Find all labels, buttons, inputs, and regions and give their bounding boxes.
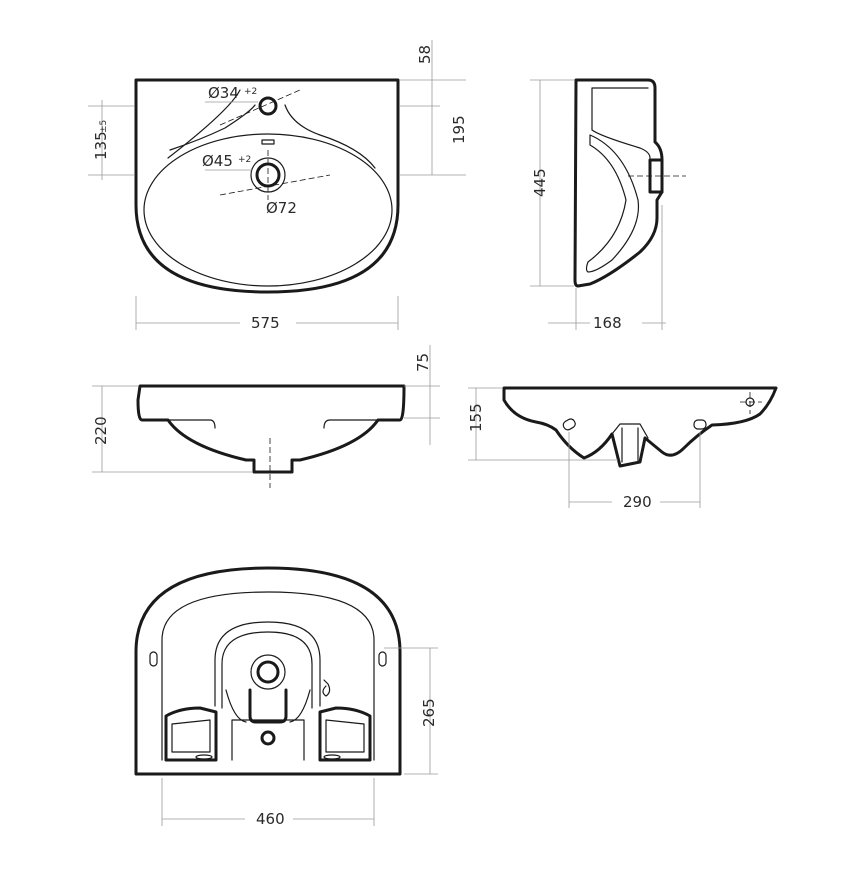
tap-offset-135-label: 135	[92, 131, 110, 160]
bottom-mount-slot-right	[378, 651, 387, 667]
tap-hole-tolerance: +2	[244, 87, 257, 97]
side-view: 445 168	[530, 78, 686, 332]
bottom-foot-right	[323, 754, 341, 760]
side-bowl-profile	[585, 134, 640, 273]
bottom-pedestal-inner	[221, 631, 313, 709]
drain-hole-label: Ø45	[202, 152, 233, 170]
mount-hole-left	[562, 418, 576, 431]
tap-drain-195-label: 195	[450, 115, 468, 144]
front-view: 220 75	[92, 345, 440, 488]
tap-offset-tolerance: ±5	[99, 120, 109, 133]
tap-hole-label: Ø34	[208, 84, 239, 102]
bottom-view-outline	[134, 566, 402, 776]
basin-back-contour	[169, 104, 376, 169]
top-view: Ø34 +2 Ø45 +2 Ø72 575 58 195 135 ±5	[88, 40, 468, 332]
bottom-tap-hole	[260, 730, 276, 746]
back-drain-housing	[611, 423, 649, 463]
side-inner-wall	[591, 87, 651, 159]
height-220-label: 220	[92, 416, 110, 445]
back-view: 155 290	[467, 386, 778, 511]
basin-bowl	[143, 133, 393, 287]
bottom-drain-channel	[248, 688, 288, 724]
basin-back-contour-left	[167, 89, 241, 159]
bottom-view: 460 265	[134, 566, 438, 828]
bottom-pocket-left	[164, 706, 218, 762]
front-rim-right	[323, 419, 379, 429]
width-460-label: 460	[256, 810, 285, 828]
top-view-outline	[134, 78, 400, 294]
drain-hole-tolerance: +2	[238, 155, 251, 165]
depth-265-label: 265	[420, 698, 438, 727]
bottom-pocket-right-inner	[325, 719, 365, 753]
back-view-outline	[502, 386, 778, 468]
front-view-outline	[136, 384, 406, 474]
tap-hole	[258, 96, 278, 116]
front-rim-left	[167, 419, 216, 429]
rim-75-label: 75	[414, 353, 432, 372]
bottom-pocket-right	[318, 706, 372, 762]
overflow-symbol	[322, 679, 331, 697]
height-155-label: 155	[467, 403, 485, 432]
bottom-foot-left	[195, 754, 213, 760]
mount-hole-right	[693, 419, 707, 430]
depth-445-label: 445	[531, 168, 549, 197]
bottom-bracket	[225, 689, 311, 761]
bottom-pedestal-arch	[214, 621, 321, 707]
drain-outer-label: Ø72	[266, 199, 297, 217]
bottom-mount-slot-left	[149, 651, 158, 667]
bottom-drain-hole	[256, 660, 280, 684]
spacing-290-label: 290	[623, 493, 652, 511]
bottom-inner-contour	[161, 591, 375, 761]
bottom-pocket-left-inner	[171, 719, 211, 753]
thickness-168-label: 168	[593, 314, 622, 332]
offset-58-label: 58	[416, 45, 434, 64]
width-575-label: 575	[251, 314, 280, 332]
overflow-slot	[261, 139, 275, 145]
side-view-outline	[573, 78, 664, 288]
bottom-drain-outer	[250, 654, 286, 690]
